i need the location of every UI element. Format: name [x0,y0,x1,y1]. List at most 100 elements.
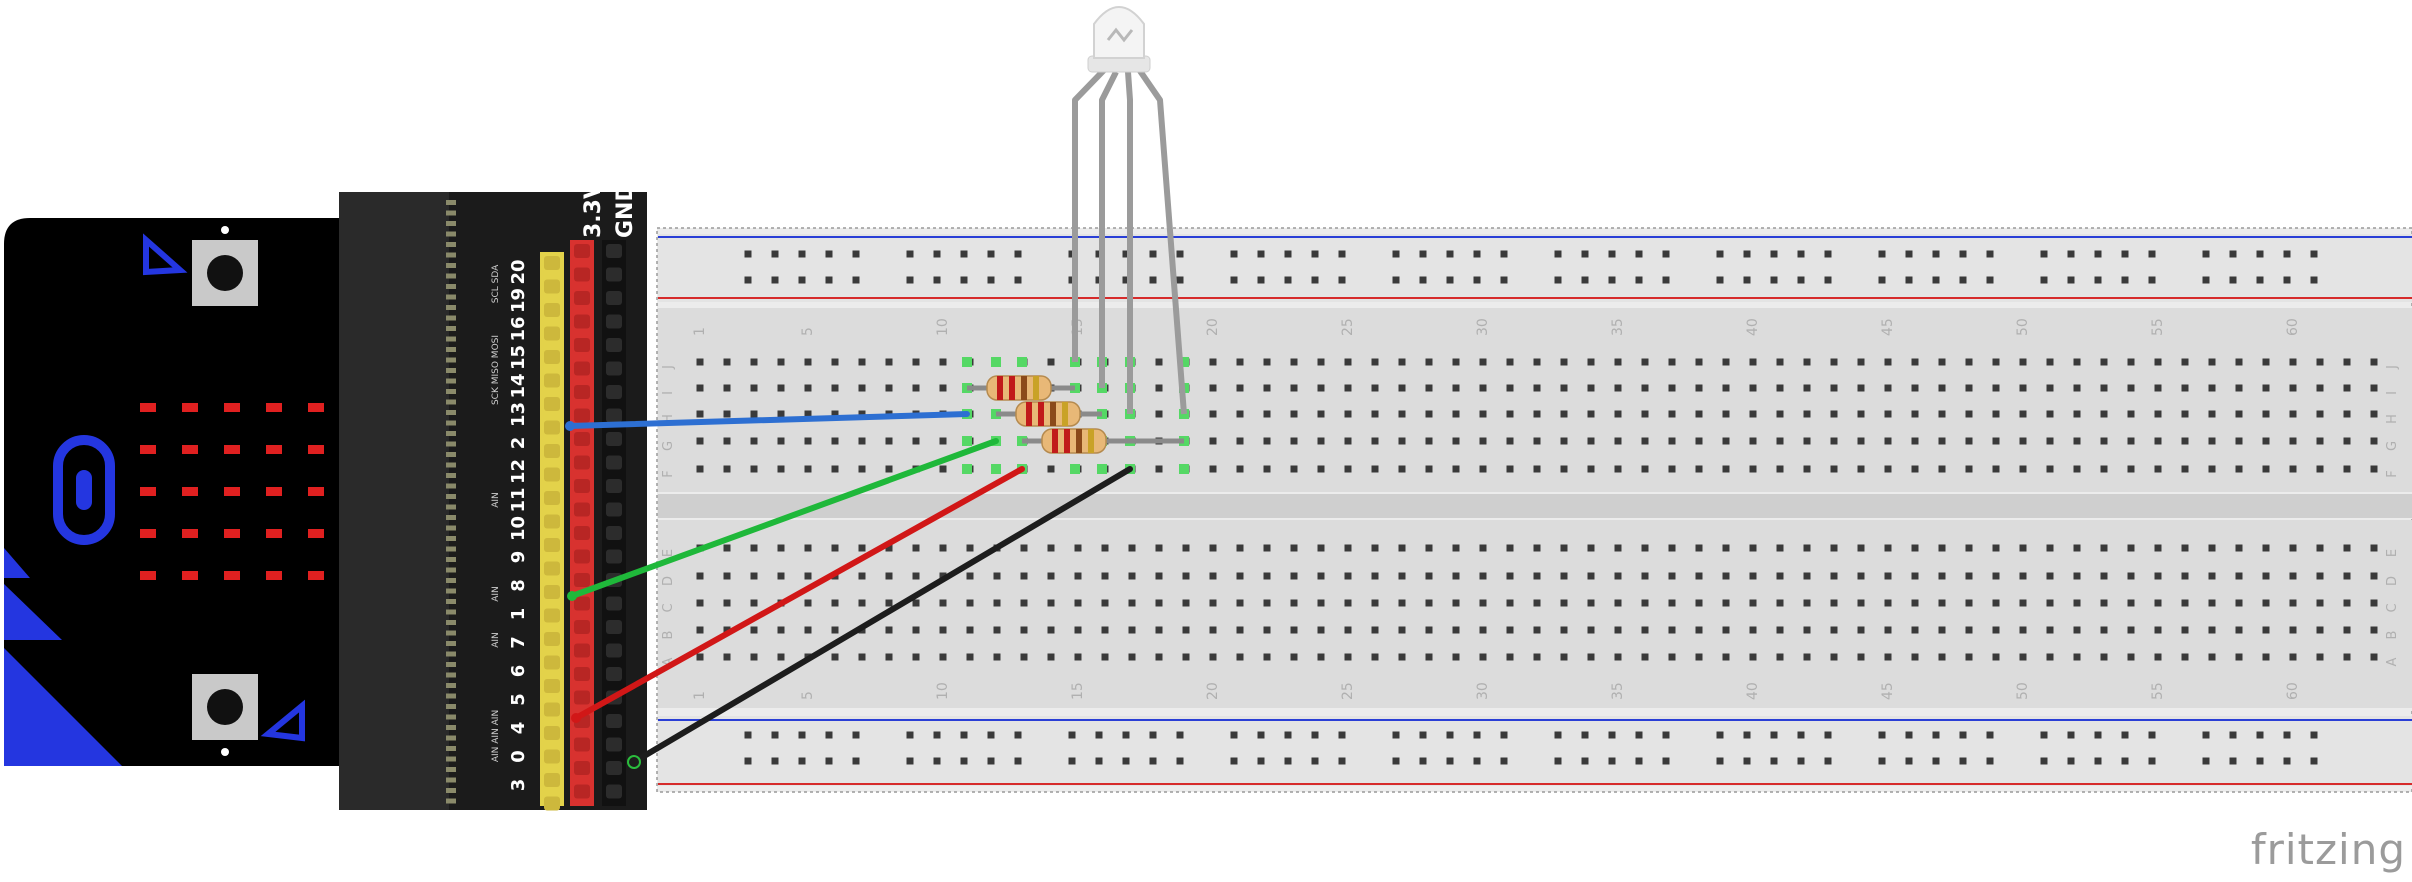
breadboard-hole[interactable] [1992,410,2000,418]
resistor[interactable] [986,375,1052,401]
breadboard-hole[interactable] [2181,410,2189,418]
breadboard-hole[interactable] [723,465,731,473]
rail-hole[interactable] [1986,250,1994,258]
breadboard-hole[interactable] [2073,465,2081,473]
rail-hole[interactable] [1986,276,1994,284]
breadboard-hole[interactable] [2262,358,2270,366]
rail-hole[interactable] [1284,731,1292,739]
breadboard-hole[interactable] [1749,410,1757,418]
breadboard-hole[interactable] [1155,653,1163,661]
breadboard-hole[interactable] [1749,599,1757,607]
rail-hole[interactable] [2256,276,2264,284]
breadboard-hole[interactable] [1479,626,1487,634]
rail-hole[interactable] [1635,276,1643,284]
rail-hole[interactable] [906,276,914,284]
breadboard-hole[interactable] [966,653,974,661]
rail-hole[interactable] [1338,757,1346,765]
breadboard-hole[interactable] [1209,626,1217,634]
breadboard-hole[interactable] [1290,384,1298,392]
breadboard-hole[interactable] [1587,384,1595,392]
header-pin[interactable] [544,608,560,623]
rail-hole[interactable] [1554,757,1562,765]
breadboard-hole[interactable] [1911,626,1919,634]
breadboard-hole[interactable] [1236,358,1244,366]
breadboard-hole[interactable] [696,626,704,634]
breadboard-hole[interactable] [831,626,839,634]
breadboard-hole[interactable] [2100,626,2108,634]
breadboard-hole[interactable] [1398,653,1406,661]
breadboard-hole[interactable] [2154,653,2162,661]
breadboard-hole[interactable] [1290,358,1298,366]
breadboard-hole[interactable] [2181,653,2189,661]
breadboard-hole[interactable] [1155,572,1163,580]
rail-hole[interactable] [1797,757,1805,765]
breadboard-hole[interactable] [1074,626,1082,634]
rail-hole[interactable] [2121,276,2129,284]
breadboard-hole[interactable] [1290,410,1298,418]
rail-hole[interactable] [1824,250,1832,258]
rail-hole[interactable] [1284,276,1292,284]
breadboard-hole[interactable] [2370,599,2378,607]
breadboard-hole[interactable] [2370,437,2378,445]
breadboard-hole[interactable] [2370,544,2378,552]
header-pin[interactable] [606,385,622,399]
breadboard-hole[interactable] [2046,437,2054,445]
rail-hole[interactable] [960,250,968,258]
rail-hole[interactable] [1419,757,1427,765]
breadboard-hole[interactable] [2181,437,2189,445]
breadboard-hole[interactable] [1641,626,1649,634]
rail-hole[interactable] [1716,731,1724,739]
breadboard-hole[interactable] [1398,410,1406,418]
breadboard-hole[interactable] [2154,465,2162,473]
rail-hole[interactable] [744,757,752,765]
breadboard-hole[interactable] [1830,358,1838,366]
rail-hole[interactable] [1662,757,1670,765]
rail-hole[interactable] [1581,250,1589,258]
breadboard-hole[interactable] [1155,384,1163,392]
breadboard-hole[interactable] [2343,437,2351,445]
breadboard-hole[interactable] [1317,599,1325,607]
header-pin[interactable] [574,314,590,329]
breadboard-hole[interactable] [1506,626,1514,634]
breadboard-hole[interactable] [1506,572,1514,580]
rail-hole[interactable] [1554,276,1562,284]
breadboard-hole[interactable] [1101,599,1109,607]
rail-hole[interactable] [1770,731,1778,739]
header-pin[interactable] [606,244,622,258]
breadboard-hole[interactable] [2073,599,2081,607]
rail-hole[interactable] [1635,757,1643,765]
breadboard-hole[interactable] [1911,572,1919,580]
breadboard-hole[interactable] [804,384,812,392]
breadboard-hole[interactable] [804,544,812,552]
rail-hole[interactable] [1311,276,1319,284]
breadboard-hole[interactable] [777,410,785,418]
rail-hole[interactable] [2148,757,2156,765]
header-pin[interactable] [606,408,622,423]
black-wire[interactable] [631,466,1133,765]
breadboard-hole[interactable] [1560,410,1568,418]
breadboard-hole[interactable] [2073,544,2081,552]
breadboard-hole[interactable] [2154,384,2162,392]
breadboard-hole[interactable] [1236,653,1244,661]
breadboard-hole[interactable] [1641,572,1649,580]
breadboard-hole[interactable] [2127,465,2135,473]
breadboard-hole[interactable] [1803,544,1811,552]
breadboard-hole[interactable] [831,358,839,366]
rail-hole[interactable] [1446,757,1454,765]
breadboard-hole[interactable] [1722,410,1730,418]
breadboard-hole[interactable] [1614,384,1622,392]
rail-hole[interactable] [1149,731,1157,739]
breadboard-hole[interactable] [1344,572,1352,580]
breadboard-hole[interactable] [939,599,947,607]
breadboard-hole[interactable] [1317,410,1325,418]
breadboard-hole[interactable] [1641,410,1649,418]
breadboard-hole[interactable] [1884,465,1892,473]
breadboard-hole[interactable] [1533,626,1541,634]
breadboard-hole[interactable] [1128,599,1136,607]
rail-hole[interactable] [1419,276,1427,284]
rail-hole[interactable] [2202,757,2210,765]
breadboard-hole[interactable] [831,599,839,607]
rail-hole[interactable] [1446,731,1454,739]
rail-hole[interactable] [825,276,833,284]
rail-hole[interactable] [987,757,995,765]
